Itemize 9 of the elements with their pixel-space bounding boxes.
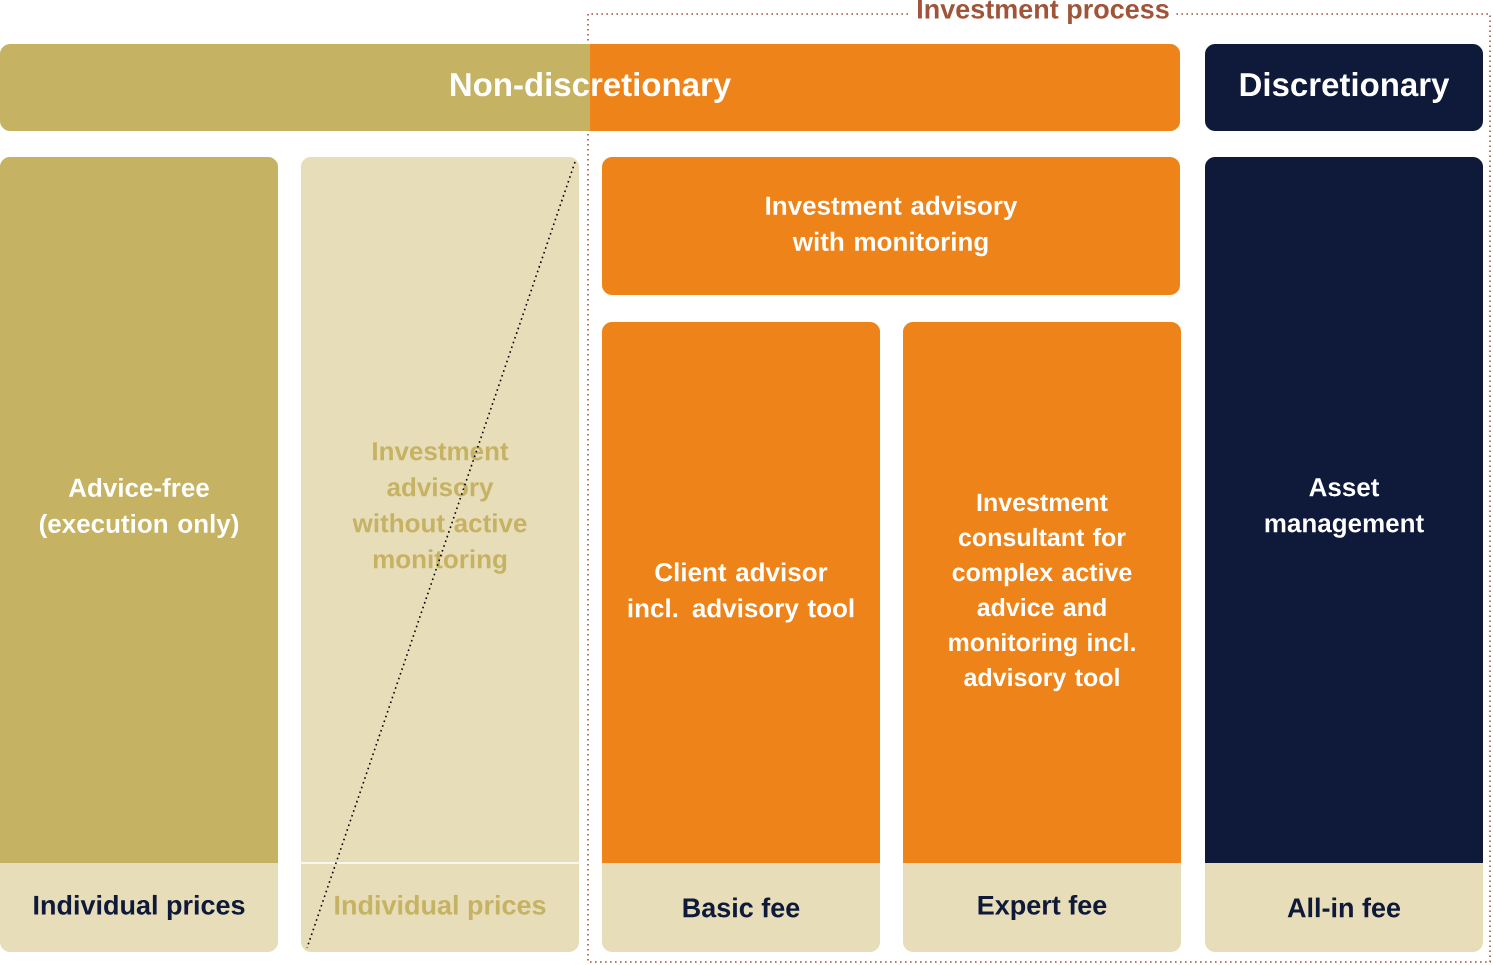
category-bar: Non-discretionary xyxy=(0,44,1180,131)
service-column: Client advisor incl. advisory tool Basic fee xyxy=(602,322,880,952)
frame-heading: Investment process xyxy=(910,0,1176,26)
service-column: Advice-free (execution only) Individual prices xyxy=(0,157,278,952)
service-box: Investment advisory with monitoring xyxy=(602,157,1180,295)
service-column: Investment consultant for complex active advice and monitoring incl. advisory tool Expert fee xyxy=(903,322,1181,952)
service-column: Investment advisory without active monitoring Individual prices xyxy=(300,157,580,952)
service-column: Asset management All-in fee xyxy=(1205,157,1483,952)
category-bar: Discretionary xyxy=(1205,44,1483,131)
